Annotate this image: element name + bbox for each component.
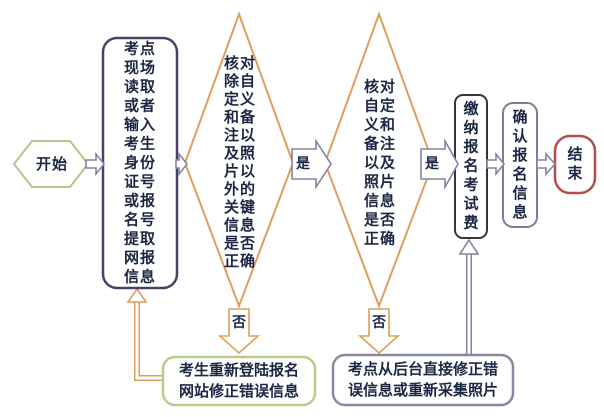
decision1-node-label: 核对除自定义和备注以及照片以外的关键信息是否正确 xyxy=(223,54,256,270)
relogin-fix-node-label: 考生重新登陆报名网站修正错误信息 xyxy=(178,361,299,400)
edge-start-to-readinfo-arrow xyxy=(85,151,106,177)
decision2-node-label: 核对自定义和备注以及照片信息是否正确 xyxy=(363,77,396,248)
edge-no1-arrow xyxy=(217,308,261,355)
edge-yes2-arrow xyxy=(420,137,459,191)
edge-yes2-label: 是 xyxy=(425,156,439,172)
decision1-node-shape xyxy=(183,11,295,309)
decision2-node-shape xyxy=(323,11,435,309)
arrowhead-up-purple xyxy=(458,238,480,255)
edge-no2-label: 否 xyxy=(372,315,386,331)
backend-fix-node-label: 考点从后台直接修正错误信息或重新采集照片 xyxy=(347,360,498,399)
pay-fee-node-label: 缴纳报名考试费 xyxy=(463,99,479,232)
edge-payfee-to-confirm-arrow xyxy=(486,151,506,177)
confirm-info-node-label: 确认报名信息 xyxy=(512,108,528,221)
relogin-fix-node-shape xyxy=(161,355,317,407)
end-node-label: 结束 xyxy=(567,145,583,182)
read-info-node-label: 考点现场读取或者输入考生身份证号或报名号提取网报信息 xyxy=(123,39,156,286)
edge-confirm-to-end-arrow xyxy=(536,151,557,177)
edge-readinfo-to-decision1-arrow xyxy=(175,151,189,177)
edge-backendfix-to-payfee xyxy=(458,238,480,356)
backend-fix-node-shape xyxy=(331,353,515,407)
start-node-label: 开始 xyxy=(35,155,69,173)
edge-no2-arrow xyxy=(357,308,401,355)
arrowhead-up-orange xyxy=(126,287,148,303)
edge-relogin-to-readinfo xyxy=(126,287,163,381)
edge-yes1-label: 是 xyxy=(296,156,310,172)
edge-yes1-arrow xyxy=(291,138,332,190)
edge-no1-label: 否 xyxy=(232,315,246,331)
